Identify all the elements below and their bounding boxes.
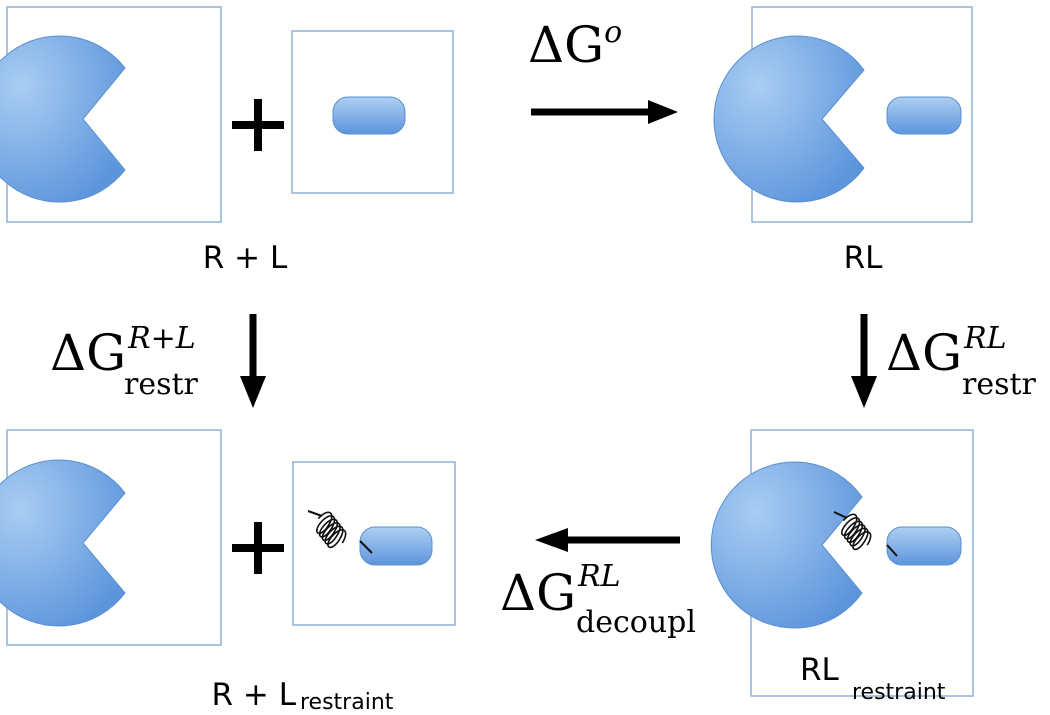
state-unbound-restrained: R + L restraint [0, 429, 456, 715]
spring-restraint-icon [307, 510, 373, 554]
receptor-shape [0, 459, 126, 627]
spring-restraint-icon [833, 511, 898, 557]
state-subscript-unbound-restrained: restraint [300, 690, 394, 715]
state-bound: RL [713, 6, 973, 276]
state-unbound: R + L [0, 6, 454, 276]
state-subscript-bound-restrained: restraint [852, 680, 946, 705]
ligand-shape [886, 96, 962, 135]
state-label-bound-restrained: RL [800, 652, 840, 688]
ligand-shape [886, 526, 962, 566]
receptor-shape [0, 35, 126, 203]
binding-arrow: ΔGo [528, 15, 678, 124]
state-label-unbound: R + L [203, 240, 288, 276]
ligand-shape [332, 96, 406, 135]
ligand-shape [359, 526, 433, 566]
plus-sign [232, 522, 284, 574]
state-bound-restrained: RL restraint [710, 429, 974, 705]
state-label-bound: RL [844, 240, 884, 276]
plus-sign [232, 99, 284, 151]
state-label-unbound-restrained: R + L [212, 677, 297, 713]
receptor-shape [710, 461, 863, 629]
binding-free-energy-label: ΔGo [528, 15, 622, 74]
receptor-shape [713, 35, 865, 203]
